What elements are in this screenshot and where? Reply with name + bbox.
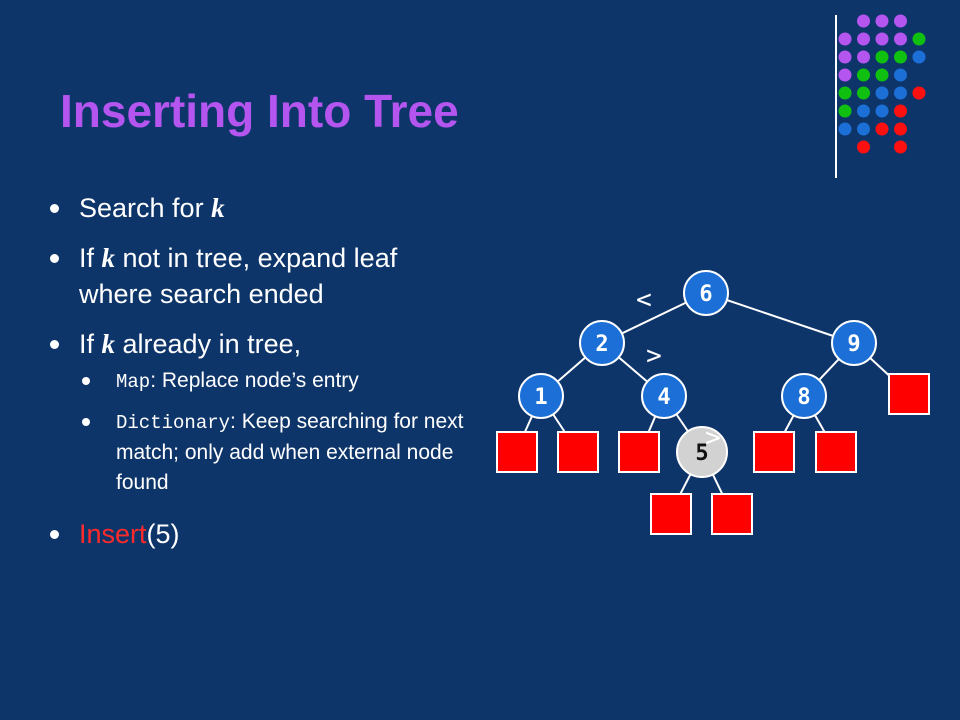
decorative-dot (838, 104, 852, 118)
bullet-text: : Replace node’s entry (150, 369, 359, 392)
node-label-1: 1 (534, 385, 547, 410)
node-5-new (676, 426, 728, 478)
decorative-dot (875, 86, 889, 100)
node-label-4: 4 (657, 385, 670, 410)
key-variable: k (211, 193, 225, 223)
comparison-greater-than: > (705, 423, 721, 453)
decorative-dot (894, 122, 907, 136)
bullet-list: Search for k If k not in tree, expand le… (46, 190, 476, 566)
decorative-dot (838, 122, 852, 136)
node-1 (518, 373, 564, 419)
decorative-dot (875, 104, 889, 118)
decorative-dot (912, 50, 926, 64)
node-label-6: 6 (699, 282, 712, 307)
decorative-dot (857, 68, 870, 82)
external-node (618, 431, 660, 473)
decorative-dot (894, 68, 907, 82)
decorative-dot (857, 50, 870, 64)
node-4 (641, 373, 687, 419)
decorative-dot (912, 32, 926, 46)
decorative-dot (875, 68, 889, 82)
node-9 (831, 320, 877, 366)
decorative-dot (838, 68, 852, 82)
node-label-2: 2 (595, 332, 608, 357)
external-node (753, 431, 795, 473)
decorative-dot (857, 86, 870, 100)
node-label-5: 5 (695, 441, 708, 466)
node-8 (781, 373, 827, 419)
code-term: Dictionary (116, 412, 231, 434)
external-node (815, 431, 857, 473)
comparison-greater-than: > (646, 341, 662, 371)
node-label-9: 9 (847, 332, 860, 357)
bullet-text: If (79, 329, 102, 359)
node-6 (683, 270, 729, 316)
node-label-8: 8 (797, 385, 810, 410)
decorative-dot (857, 104, 870, 118)
sub-bullet-map: Map: Replace node’s entry (79, 366, 476, 397)
bullet-already-in-tree: If k already in tree, (46, 326, 476, 362)
sub-bullet-dictionary: Dictionary: Keep searching for next matc… (79, 407, 476, 498)
bullet-insert: Insert(5) (46, 516, 476, 552)
bullet-text: already in tree, (115, 329, 302, 359)
decorative-dot (875, 14, 889, 28)
decorative-dot (857, 32, 870, 46)
code-term: Map (116, 371, 151, 393)
bullet-search: Search for k (46, 190, 476, 226)
decorative-dot (894, 14, 907, 28)
decorative-dot (857, 14, 870, 28)
bullet-text: Search for (79, 193, 212, 223)
bullet-text: If (79, 243, 102, 273)
bullet-not-in-tree: If k not in tree, expand leaf where sear… (46, 240, 476, 312)
decorative-dot-grid (838, 14, 926, 154)
bullet-text: not in tree, expand leaf where search en… (79, 243, 398, 309)
page-title: Inserting Into Tree (60, 85, 459, 137)
decorative-dot (894, 32, 907, 46)
decorative-dot (912, 86, 926, 100)
decorative-dot (857, 140, 870, 154)
decorative-dot (875, 122, 889, 136)
external-node (711, 493, 753, 535)
key-variable: k (101, 329, 116, 359)
decorative-dot (875, 32, 889, 46)
external-node (557, 431, 599, 473)
decorative-dot (838, 50, 852, 64)
decorative-dot (875, 50, 889, 64)
decorative-dot (894, 104, 907, 118)
decorative-dot (894, 140, 907, 154)
key-variable: k (101, 243, 116, 273)
bullet-text: : Keep searching for next match; only ad… (116, 410, 464, 494)
decorative-dot (838, 86, 852, 100)
insert-keyword: Insert (79, 519, 147, 549)
decorative-divider (835, 15, 837, 178)
edge-6-9 (705, 292, 855, 344)
bullet-text: (5) (146, 519, 180, 549)
decorative-dot (838, 32, 852, 46)
decorative-dot (894, 50, 907, 64)
external-node (496, 431, 538, 473)
external-node (650, 493, 692, 535)
node-2 (579, 320, 625, 366)
decorative-dot (894, 86, 907, 100)
comparison-less-than: < (636, 285, 652, 315)
external-node (888, 373, 930, 415)
decorative-dot (857, 122, 870, 136)
